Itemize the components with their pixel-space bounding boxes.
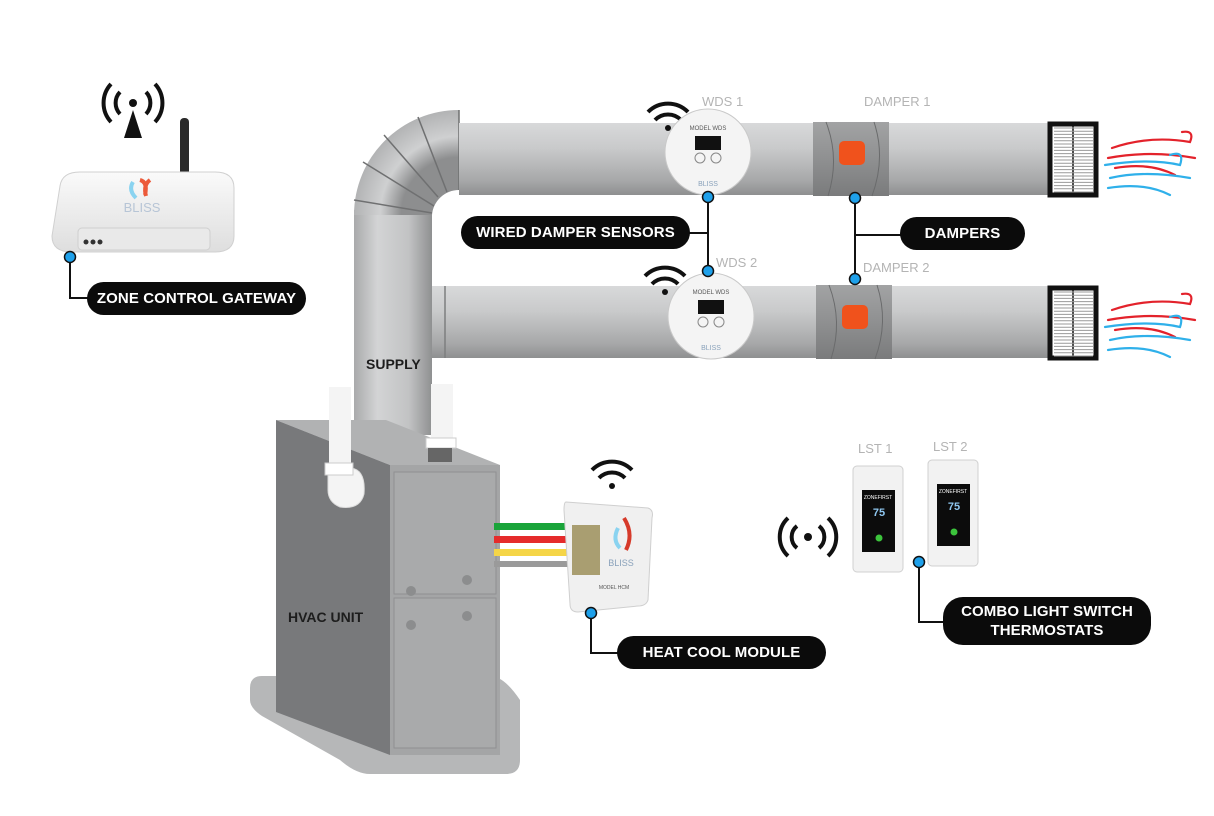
wds-brand-text: BLISS	[701, 345, 721, 352]
light-icon	[950, 528, 958, 536]
connector-dots	[63, 190, 926, 620]
zone-control-gateway[interactable]: BLISS	[51, 82, 235, 253]
wds-2-connector-dot	[701, 264, 715, 278]
wifi-icon	[643, 265, 687, 295]
combo-light-switch-thermostats-label: COMBO LIGHT SWITCH THERMOSTATS	[943, 597, 1151, 645]
lst-2-thermostat[interactable]: ZONEFIRST 75	[927, 459, 979, 567]
supply-grille-2	[1047, 285, 1099, 361]
heat-cool-module-label: HEAT COOL MODULE	[617, 636, 826, 669]
callout-connectors	[69, 197, 945, 654]
airflow-icon	[1103, 130, 1197, 197]
thermostat-brand-text: ZONEFIRST	[864, 495, 892, 501]
hcm-brand-text: BLISS	[608, 558, 634, 568]
broadcast-signal-icon	[777, 516, 839, 558]
wds-brand-text: BLISS	[698, 181, 718, 188]
thermostat-brand-text: ZONEFIRST	[939, 489, 967, 495]
dampers-label: DAMPERS	[900, 217, 1025, 250]
damper-1-tag: DAMPER 1	[864, 94, 931, 109]
damper-actuator	[839, 141, 865, 165]
damper-2[interactable]	[816, 284, 892, 360]
gateway-antenna	[180, 118, 189, 180]
wds-1-connector-dot	[701, 190, 715, 204]
gateway-connector-dot	[63, 250, 77, 264]
combo-label-line-2: THERMOSTATS	[990, 622, 1104, 639]
thermostat-temp: 75	[873, 507, 885, 519]
hvac-unit-label: HVAC UNIT	[288, 609, 364, 625]
wds-2-tag: WDS 2	[716, 255, 758, 270]
wds-1-tag: WDS 1	[702, 94, 744, 109]
wds-model-text: MODEL WDS	[693, 290, 730, 296]
thermostat-temp: 75	[948, 501, 960, 513]
combo-label-line-1: COMBO LIGHT SWITCH	[961, 603, 1133, 620]
lst-1-thermostat[interactable]: ZONEFIRST 75	[852, 465, 904, 573]
gateway-brand-text: BLISS	[124, 200, 161, 215]
zone-control-gateway-label: ZONE CONTROL GATEWAY	[87, 282, 306, 315]
wds-2-sensor[interactable]: MODEL WDS BLISS	[643, 265, 755, 360]
hvac-unit[interactable]	[250, 384, 520, 774]
light-icon	[875, 534, 883, 542]
airflow-icon	[1103, 292, 1197, 359]
heat-cool-module[interactable]: BLISS MODEL HCM	[563, 459, 653, 613]
wifi-icon	[646, 101, 690, 131]
supply-grille-1	[1047, 121, 1099, 198]
damper-2-tag: DAMPER 2	[863, 260, 930, 275]
lst-1-tag: LST 1	[858, 441, 893, 456]
wifi-icon	[590, 459, 634, 489]
wired-damper-sensors-label: WIRED DAMPER SENSORS	[461, 216, 690, 249]
lst-connector-dot	[912, 555, 926, 569]
supply-label: SUPPLY	[366, 356, 421, 372]
control-wires	[494, 523, 568, 567]
damper-actuator	[842, 305, 868, 329]
damper-2-connector-dot	[848, 272, 862, 286]
hcm-connector-dot	[584, 606, 598, 620]
damper-1[interactable]	[813, 121, 889, 197]
broadcast-tower-icon	[101, 82, 165, 138]
wds-model-text: MODEL WDS	[690, 126, 727, 132]
damper-1-connector-dot	[848, 191, 862, 205]
lst-2-tag: LST 2	[933, 439, 968, 454]
hcm-model-text: MODEL HCM	[599, 585, 629, 591]
